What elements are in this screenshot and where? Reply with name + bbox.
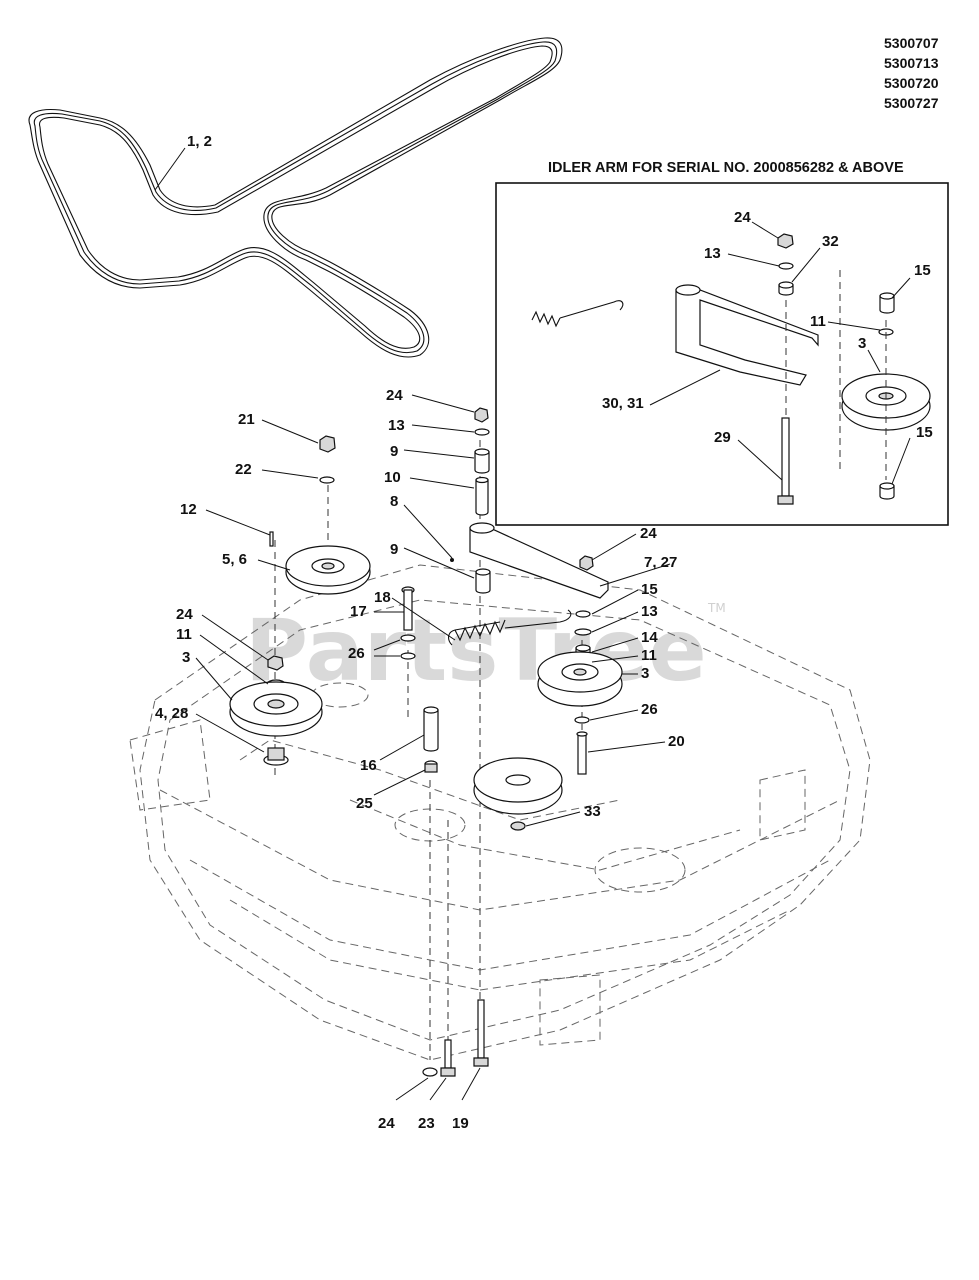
callout-label: 24: [386, 387, 403, 404]
flat-washer: [474, 428, 490, 436]
callout-label: 1, 2: [187, 133, 212, 150]
lock-nut: [579, 555, 594, 571]
deck-pulley: [473, 757, 563, 831]
inset-callout-label: 3: [858, 335, 866, 352]
model-number: 5300713: [884, 55, 939, 71]
callout-label: 3: [182, 649, 190, 666]
model-number: 5300720: [884, 75, 939, 91]
model-number: 5300707: [884, 35, 939, 51]
idler-pulley-left: [229, 655, 323, 766]
grease-fitting: [450, 558, 454, 562]
callout-label: 24: [640, 525, 657, 542]
inset-callout-label: 24: [734, 209, 751, 226]
inset-callout-label: 30, 31: [602, 395, 644, 412]
inset-callout-label: 11: [810, 313, 826, 330]
callout-label: 14: [641, 629, 658, 646]
inset-callout-label: 13: [704, 245, 721, 262]
belt: [28, 37, 563, 358]
callout-label: 12: [180, 501, 197, 518]
idler-arm-inset: IDLER ARM FOR SERIAL NO. 2000856282 & AB…: [495, 160, 949, 526]
callout-label: 16: [360, 757, 377, 774]
callout-label: 3: [641, 665, 649, 682]
callout-label: 8: [390, 493, 398, 510]
callout-label: 7, 27: [644, 554, 677, 571]
pivot-stack: [474, 407, 490, 516]
lock-nut: [474, 407, 489, 423]
model-numbers: 5300707 5300713 5300720 5300727: [884, 35, 939, 111]
callout-label: 22: [235, 461, 252, 478]
callout-label: 21: [238, 411, 255, 428]
drive-pulley: [269, 435, 371, 595]
callout-label: 9: [390, 443, 398, 460]
callout-label: 10: [384, 469, 401, 486]
callout-label: 26: [348, 645, 365, 662]
inset-callout-label: 15: [916, 424, 933, 441]
callout-label: 11: [641, 647, 657, 664]
callout-label: 5, 6: [222, 551, 247, 568]
bottom-bolts: [422, 999, 489, 1077]
model-number: 5300727: [884, 95, 939, 111]
callout-label: 24: [176, 606, 193, 623]
callout-label: 20: [668, 733, 685, 750]
callout-label: 13: [641, 603, 658, 620]
idler-pulley-right: [537, 610, 623, 775]
callout-label: 17: [350, 603, 367, 620]
watermark-tm: TM: [707, 601, 726, 615]
inset-callout-label: 15: [914, 262, 931, 279]
spacer: [475, 479, 489, 516]
callout-labels: 1, 2 24 13 9 10 8 9 24 7, 27 15 13 14 11…: [155, 133, 685, 1132]
callout-label: 23: [418, 1115, 435, 1132]
callout-label: 15: [641, 581, 658, 598]
callout-label: 19: [452, 1115, 469, 1132]
bolt-17: [400, 586, 416, 660]
callout-label: 24: [378, 1115, 395, 1132]
callout-label: 13: [388, 417, 405, 434]
inset-callout-label: 32: [822, 233, 839, 250]
watermark-text: PartsTree: [245, 601, 707, 701]
bushing: [474, 451, 490, 474]
inset-callout-label: 29: [714, 429, 731, 446]
inset-title: IDLER ARM FOR SERIAL NO. 2000856282 & AB…: [548, 160, 904, 176]
callout-label: 26: [641, 701, 658, 718]
idler-arm: [450, 522, 609, 599]
callout-label: 11: [176, 626, 192, 643]
leader-lines: [195, 394, 671, 1101]
callout-label: 25: [356, 795, 373, 812]
callout-label: 4, 28: [155, 705, 188, 722]
callout-label: 9: [390, 541, 398, 558]
inset-frame: [495, 182, 949, 526]
callout-label: 18: [374, 589, 391, 606]
spacer-16: [423, 706, 439, 773]
watermark: PartsTree TM: [245, 601, 726, 701]
callout-label: 33: [584, 803, 601, 820]
spring: [448, 609, 572, 646]
